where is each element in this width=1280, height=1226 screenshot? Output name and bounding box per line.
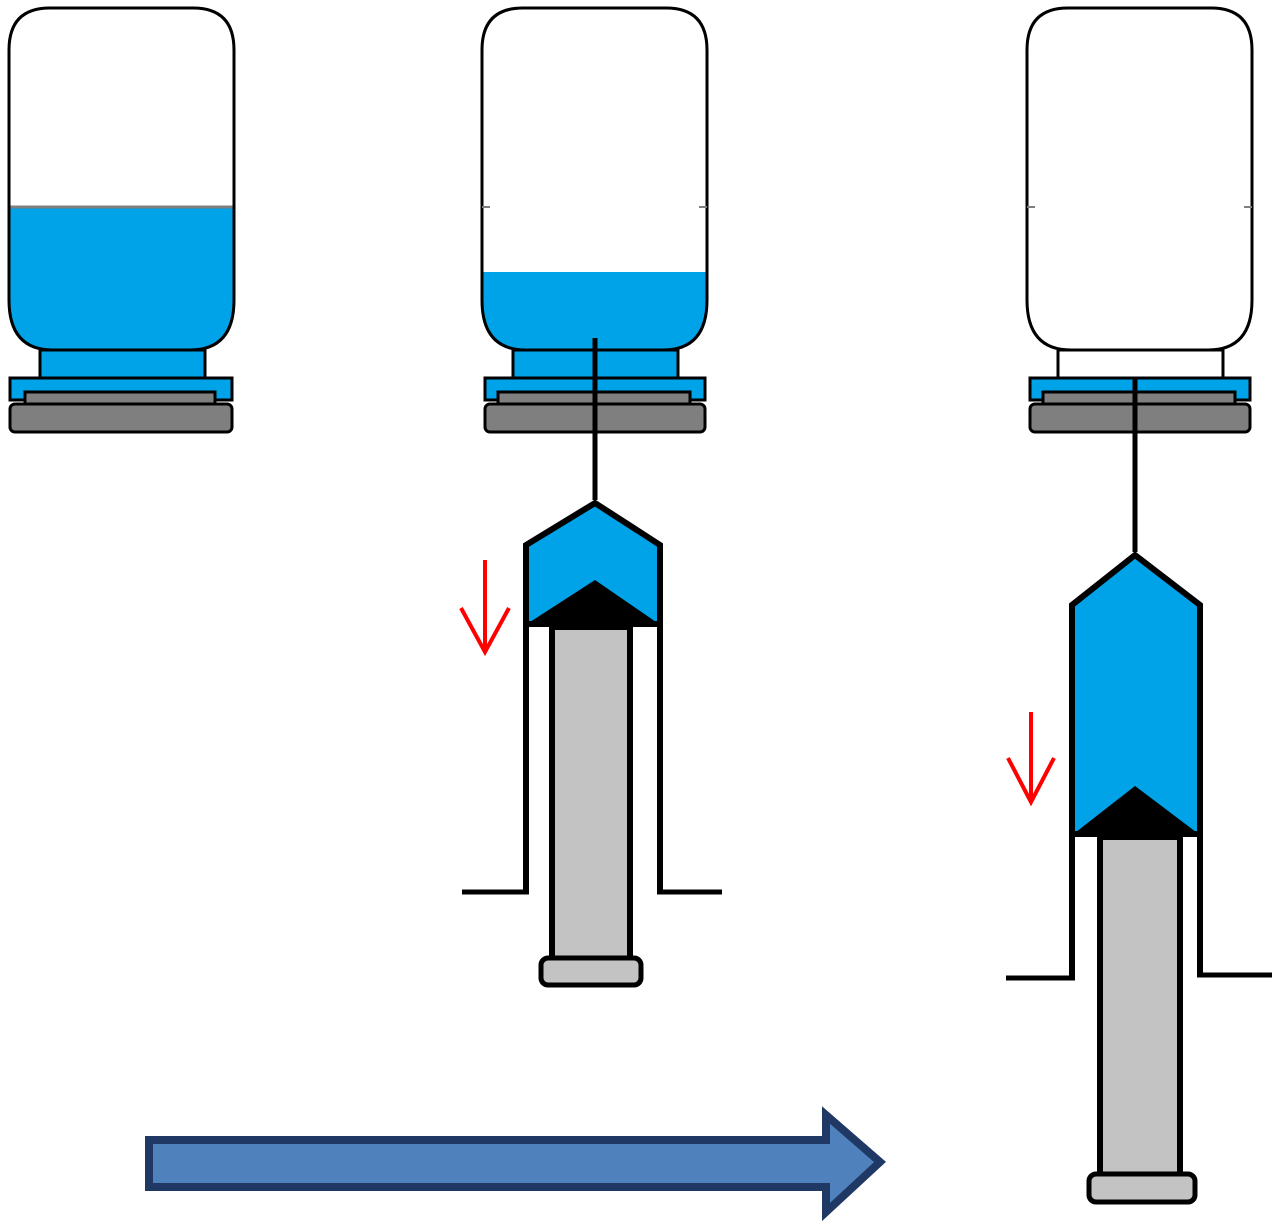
plunger-rod <box>1097 834 1183 1178</box>
syringe-hub-outline <box>1069 551 1203 832</box>
vial-1 <box>7 6 236 434</box>
vial-neck <box>38 348 207 380</box>
vial-body <box>480 6 709 352</box>
syringe-3 <box>1006 378 1272 1205</box>
plunger-thumb <box>1086 1171 1198 1205</box>
syringe-2 <box>462 338 722 988</box>
vial-cap <box>8 402 234 434</box>
down-arrow-icon <box>1006 712 1056 807</box>
vial-body <box>1025 6 1254 352</box>
plunger-stopper <box>1076 786 1196 832</box>
syringe-liquid <box>526 503 660 622</box>
stage-2 <box>459 6 722 988</box>
vial-neck <box>1056 348 1225 380</box>
vial-septum <box>23 390 217 406</box>
stage-1 <box>7 6 236 434</box>
vial-liquid <box>482 272 707 350</box>
vial-liquid <box>9 207 234 350</box>
down-arrow-icon <box>459 560 511 657</box>
vial-body <box>7 6 236 352</box>
stage-3 <box>1006 6 1272 1205</box>
plunger-thumb <box>538 955 644 988</box>
syringe-hub-outline <box>523 499 663 620</box>
vial-septum <box>1041 390 1237 406</box>
vial-3 <box>1025 6 1254 434</box>
syringe-liquid <box>1072 555 1200 832</box>
plunger-stopper <box>530 580 656 622</box>
vial-cap <box>1028 402 1252 434</box>
plunger-rod <box>549 624 633 962</box>
right-arrow-icon <box>145 1106 886 1222</box>
